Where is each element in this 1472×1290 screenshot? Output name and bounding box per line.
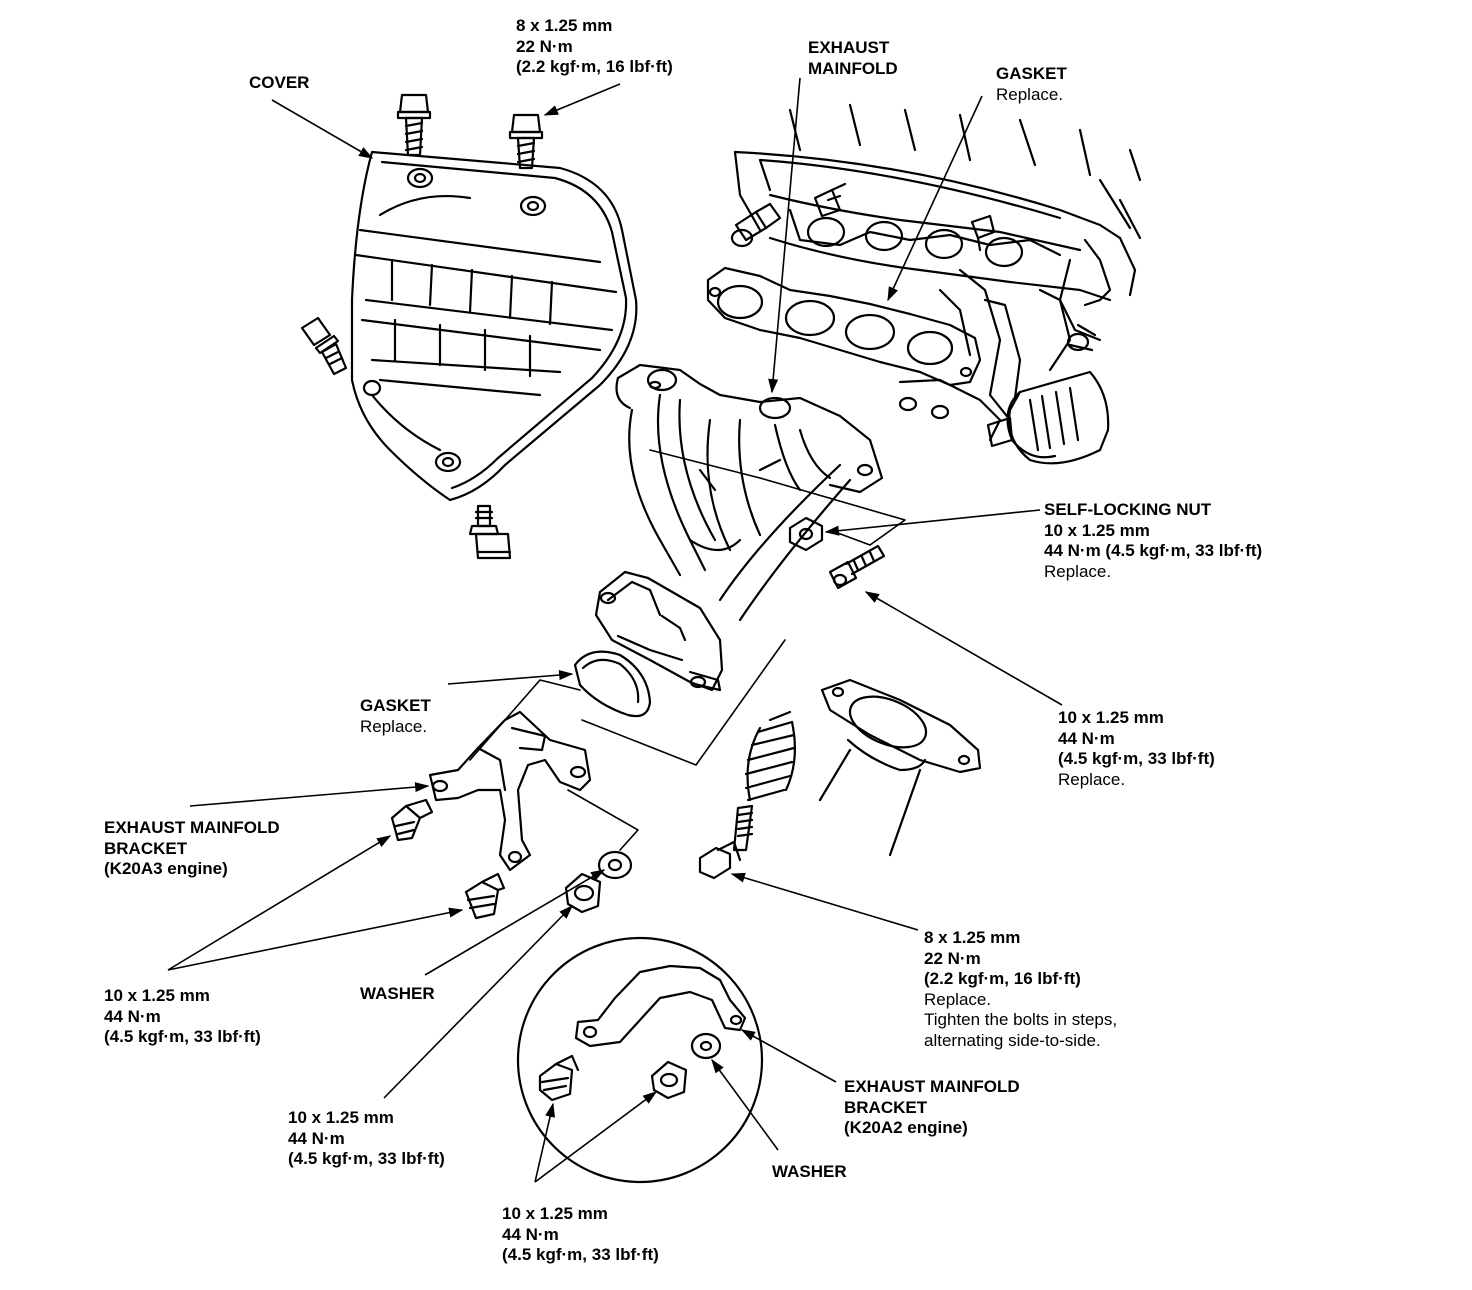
leader-washer-mid <box>424 869 606 976</box>
washer-circle-label: WASHER <box>772 1162 847 1181</box>
washer-mid <box>597 850 633 880</box>
washer-circle <box>690 1032 722 1060</box>
leader-gasket-mid <box>447 670 574 685</box>
leader-self-locking-nut <box>824 509 1041 536</box>
circle-bolts-label: 10 x 1.25 mm 44 N·m (4.5 kgf·m, 33 lbf·f… <box>502 1204 659 1264</box>
gasket-mid-label: GASKET Replace. <box>360 696 431 736</box>
top-bolt-alt: (2.2 kgf·m, 16 lbf·ft) <box>516 57 673 76</box>
self-locking-nut-label: SELF-LOCKING NUT 10 x 1.25 mm 44 N·m (4.… <box>1044 500 1263 581</box>
leader-top-bolt <box>543 83 621 116</box>
top-bolt-size: 8 x 1.25 mm <box>516 16 613 35</box>
leader-left-bolts-b <box>167 907 464 971</box>
washer-mid-label: WASHER <box>360 984 435 1003</box>
leader-left-bolts-a <box>167 835 392 971</box>
bracket-k20a2 <box>574 964 747 1048</box>
leader-gasket-top <box>887 95 983 302</box>
top-bolt-spec: 8 x 1.25 mm 22 N·m (2.2 kgf·m, 16 lbf·ft… <box>516 16 673 78</box>
circle-bolt-left <box>538 1054 580 1102</box>
engine-lower-block <box>898 268 1097 442</box>
leader-spring-bolt <box>730 872 919 931</box>
leader-bracket-k20a2 <box>740 1029 837 1083</box>
spring-bolt-label: 8 x 1.25 mm 22 N·m (2.2 kgf·m, 16 lbf·ft… <box>924 928 1118 1050</box>
leader-lower-bolt <box>383 904 574 1099</box>
bracket-k20a3-label: EXHAUST MAINFOLD BRACKET (K20A3 engine) <box>104 818 280 878</box>
alignment-lines <box>469 449 906 851</box>
stud-left <box>730 202 782 248</box>
bracket-k20a3 <box>428 710 592 872</box>
bracket-bolt-mid <box>464 872 506 920</box>
leader-flange-bolt <box>864 591 1063 706</box>
cover-bolt-left-top <box>396 93 432 157</box>
heat-shield-cover <box>350 150 638 502</box>
circle-bolt-mid <box>650 1060 688 1100</box>
lower-bolt-label: 10 x 1.25 mm 44 N·m (4.5 kgf·m, 33 lbf·f… <box>288 1108 445 1168</box>
leader-cover <box>271 99 374 159</box>
manifold-gasket-top <box>706 266 982 387</box>
leader-circle-bolts-b <box>534 1091 658 1183</box>
leader-bracket-k20a3 <box>189 782 430 807</box>
bracket-k20a2-label: EXHAUST MAINFOLD BRACKET (K20A2 engine) <box>844 1077 1020 1137</box>
stud-right <box>970 214 996 252</box>
leader-lines <box>167 77 1063 1183</box>
cover-bolt-bottom <box>468 504 512 560</box>
cylinder-head <box>733 103 1142 342</box>
detail-circle <box>516 936 764 1184</box>
leader-washer-circle <box>711 1058 779 1151</box>
leader-circle-bolts-a <box>534 1102 555 1183</box>
bracket-bolt-right <box>564 872 602 914</box>
flange-gasket <box>573 650 652 718</box>
leader-exhaust-manifold <box>768 77 801 394</box>
spring-bolt <box>698 710 796 880</box>
left-bolts-label: 10 x 1.25 mm 44 N·m (4.5 kgf·m, 33 lbf·f… <box>104 986 261 1046</box>
stud-mid <box>813 182 847 218</box>
exhaust-pipe-flange <box>818 678 982 857</box>
self-locking-nut <box>788 516 824 552</box>
gasket-top-label: GASKET Replace. <box>996 64 1067 104</box>
flange-bolt <box>828 544 886 590</box>
top-bolt-torque: 22 N·m <box>516 36 573 56</box>
cover-bolt-left <box>300 316 348 376</box>
manifold-outlet-flange <box>594 570 724 692</box>
bracket-bolt-left <box>390 798 434 842</box>
flange-bolt-label: 10 x 1.25 mm 44 N·m (4.5 kgf·m, 33 lbf·f… <box>1058 708 1215 789</box>
cover-bolt-right-top <box>508 113 544 170</box>
exhaust-manifold-label: EXHAUST MAINFOLD <box>808 38 898 78</box>
oil-filter <box>986 370 1110 465</box>
cover-label: COVER <box>249 73 310 92</box>
